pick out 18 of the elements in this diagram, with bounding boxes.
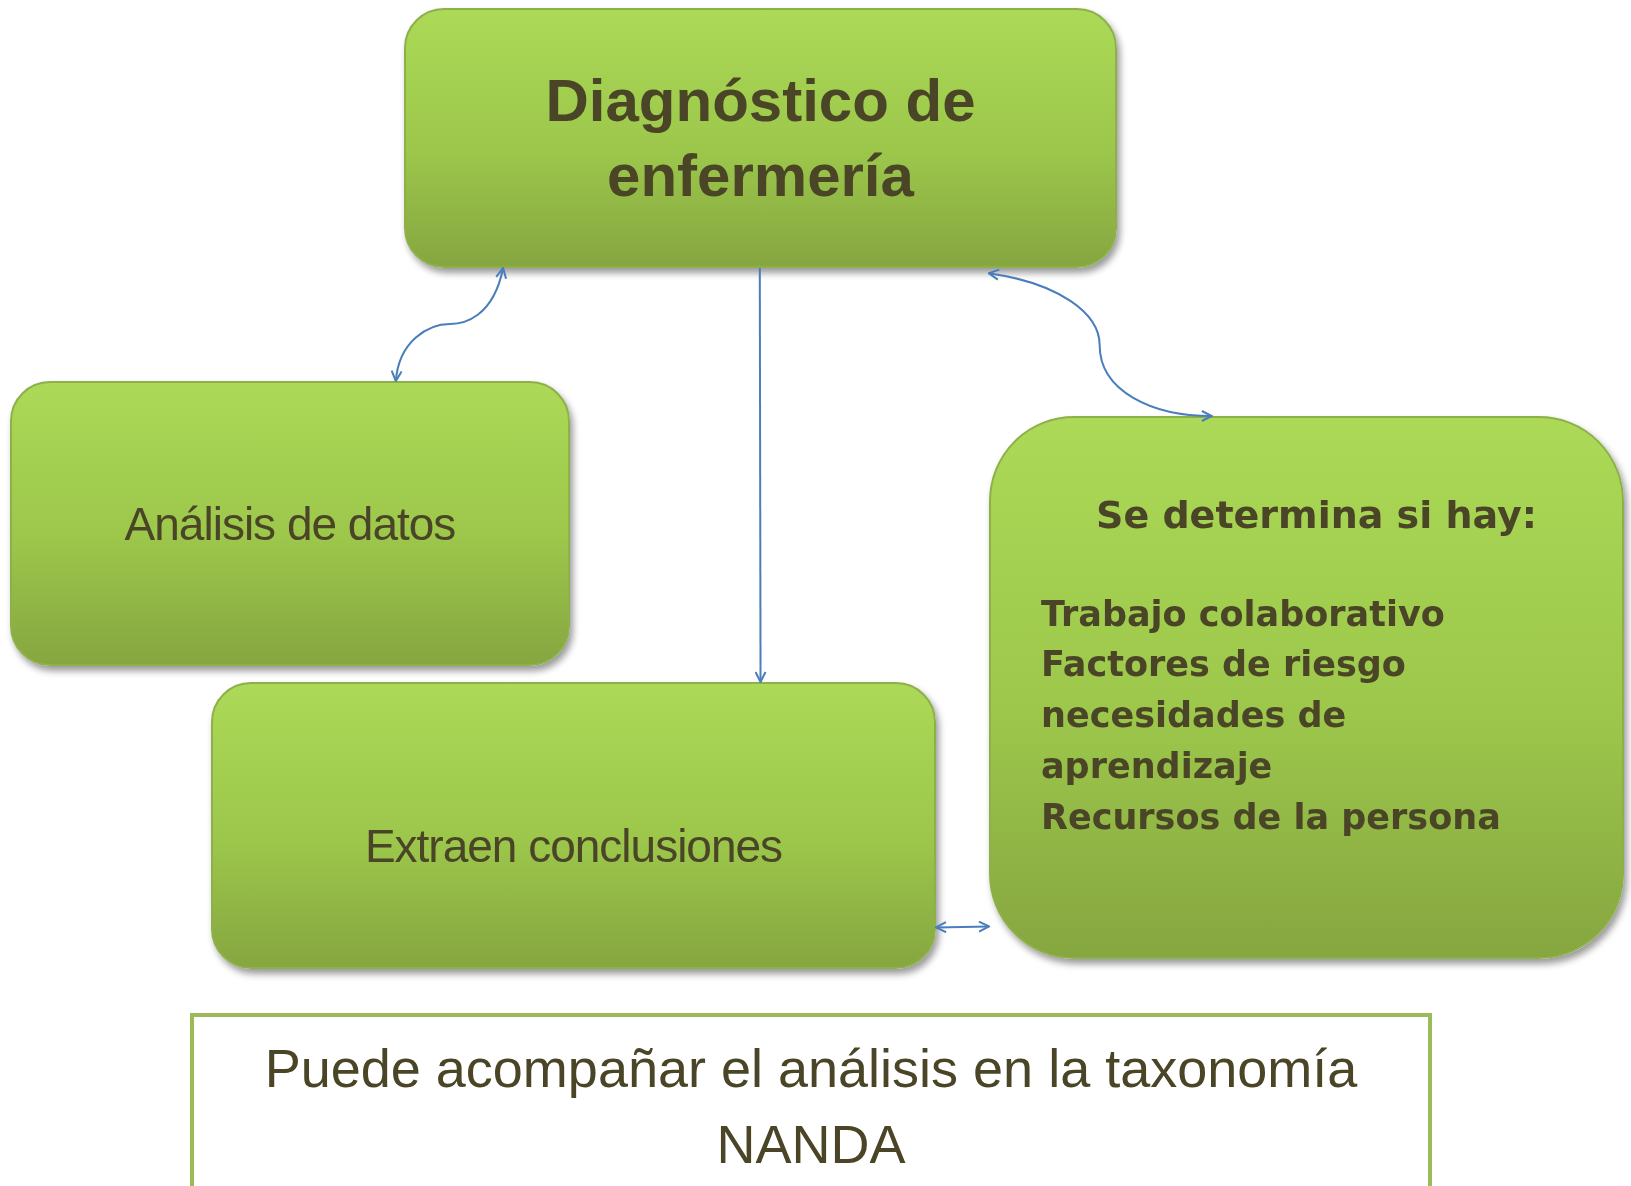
list-item: Trabajo colaborativo xyxy=(1041,592,1446,636)
list-item: Recursos de la persona xyxy=(1041,795,1502,839)
box-label: Diagnóstico de enfermería xyxy=(544,66,977,211)
box-label: Puede acompañar el análisis en la taxonomía NANDA xyxy=(263,1037,1359,1176)
arrow xyxy=(935,920,990,934)
process-box xyxy=(989,416,1624,959)
box-label: Extraen conclusiones xyxy=(364,818,783,873)
arrow xyxy=(987,268,1213,422)
note-box xyxy=(190,1013,1432,1186)
box-label: Análisis de datos xyxy=(124,496,456,551)
process-box xyxy=(211,682,936,969)
box-heading: Se determina si hay: xyxy=(1096,492,1538,537)
arrow xyxy=(391,267,507,382)
process-box xyxy=(404,8,1117,268)
list-item: necesidades de aprendizaje xyxy=(1041,694,1348,788)
arrow xyxy=(754,267,767,683)
process-box xyxy=(10,381,570,666)
list-item: Factores de riesgo xyxy=(1041,643,1407,687)
